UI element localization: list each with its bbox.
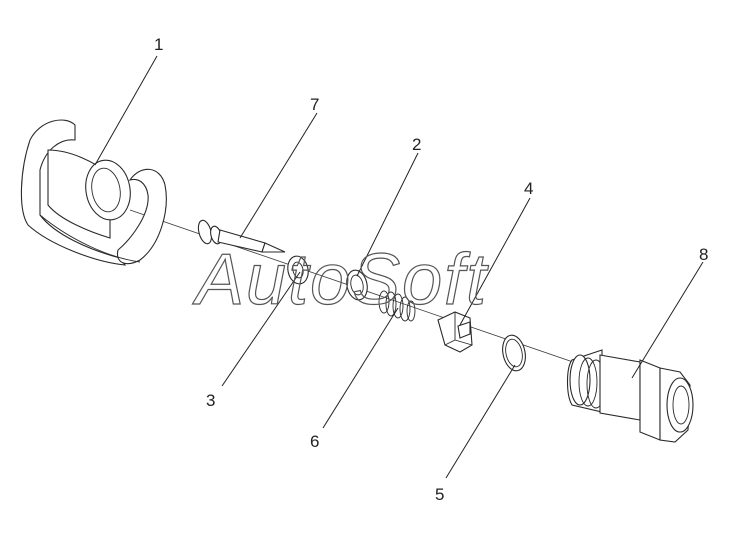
part-1-cover [20, 119, 167, 266]
callout-7: 7 [310, 95, 319, 114]
part-2-oring [346, 269, 368, 301]
callout-2: 2 [412, 135, 421, 154]
part-8-housing [566, 349, 694, 443]
part-6-spring [378, 290, 416, 322]
leader-3 [221, 271, 301, 387]
leader-4 [459, 197, 531, 326]
callout-5: 5 [435, 485, 444, 504]
callout-6: 6 [310, 432, 319, 451]
leader-7 [239, 112, 318, 239]
callout-1: 1 [154, 35, 163, 54]
leader-8 [631, 261, 704, 379]
leader-6 [322, 307, 399, 429]
leader-lines [94, 55, 704, 479]
part-3-ring [287, 255, 309, 285]
callout-3: 3 [206, 391, 215, 410]
leader-2 [356, 152, 419, 277]
part-5-snap-ring [502, 334, 526, 372]
part-7-pin [197, 219, 286, 253]
leader-5 [445, 364, 516, 479]
callout-8: 8 [699, 245, 708, 264]
callout-4: 4 [524, 179, 533, 198]
part-4-clip [437, 311, 473, 353]
watermark-text: AutoSoft [192, 240, 489, 320]
leader-1 [94, 55, 158, 166]
